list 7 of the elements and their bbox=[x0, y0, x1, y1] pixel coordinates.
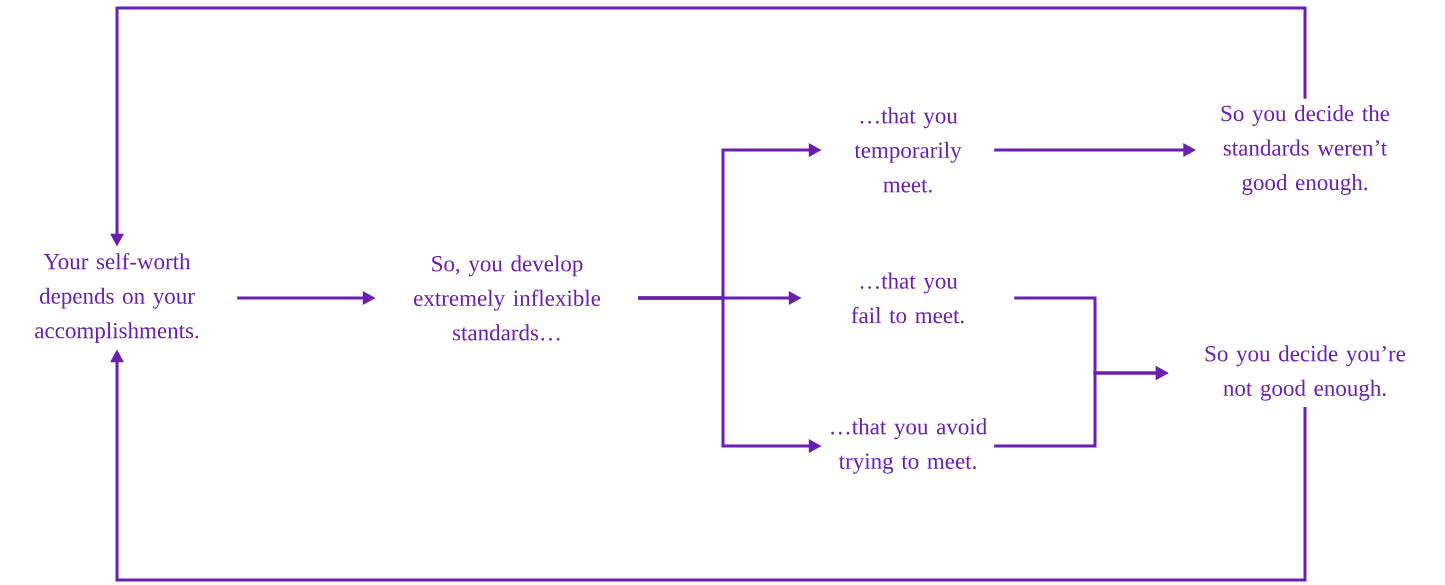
text-label: …that you avoid trying to meet. bbox=[831, 418, 987, 474]
text-label: So you decide you’re not good enough. bbox=[1205, 345, 1406, 401]
text-label: Your self-worth depends on your accomplishments. bbox=[35, 252, 199, 344]
text-label: …that you fail to meet. bbox=[851, 272, 964, 324]
text-label: So you decide the standards weren’t good enough. bbox=[1221, 105, 1390, 195]
text-label: …that you temporarily meet. bbox=[854, 107, 962, 193]
text-label: So, you develop extremely inflexible standards… bbox=[414, 255, 601, 341]
